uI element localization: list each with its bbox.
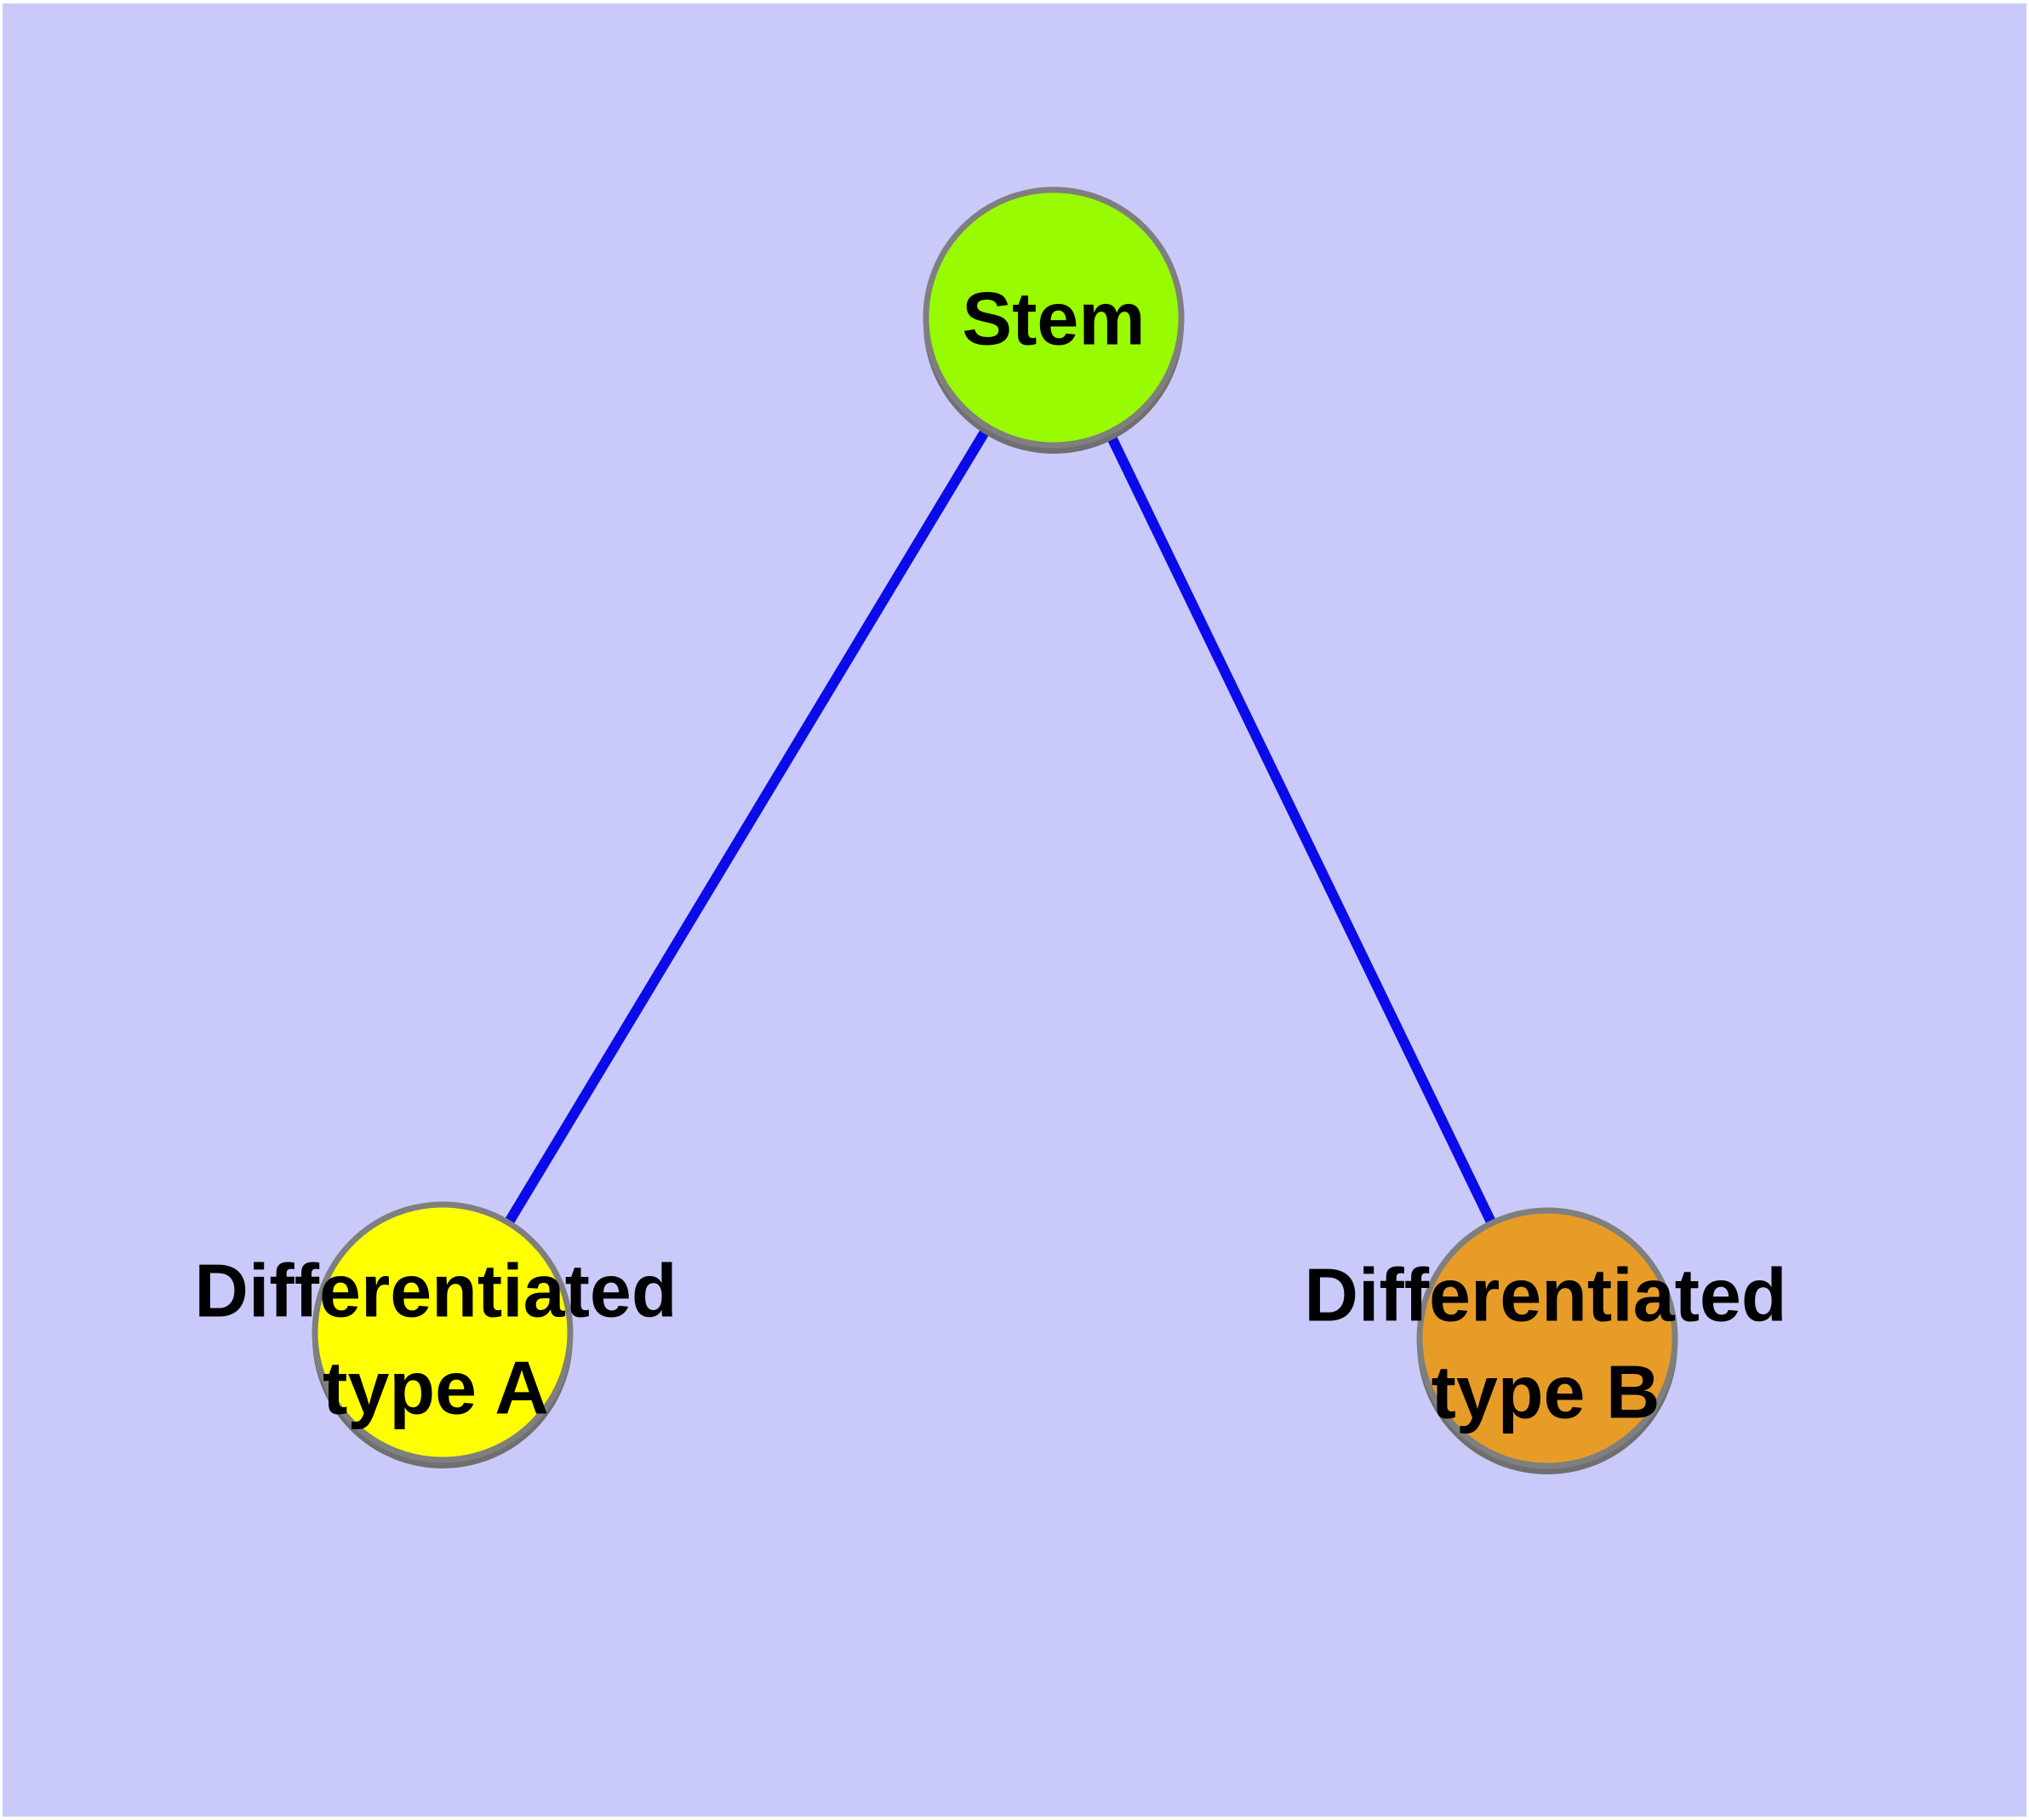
node-type-b-label-line2: type B (1432, 1350, 1660, 1434)
edge-stem-to-type-b (1049, 315, 1552, 1341)
node-type-b-label-line1: Differentiated (1304, 1253, 1786, 1337)
node-type-a-circle (311, 1201, 574, 1463)
node-type-a-label-line2: type A (323, 1346, 549, 1430)
node-type-a-label-line1: Differentiated (194, 1249, 677, 1333)
node-stem-circle (923, 186, 1185, 449)
edge-stem-to-type-a (437, 314, 1059, 1336)
node-stem-label: Stem (962, 277, 1145, 361)
node-type-b-circle (1416, 1207, 1678, 1469)
